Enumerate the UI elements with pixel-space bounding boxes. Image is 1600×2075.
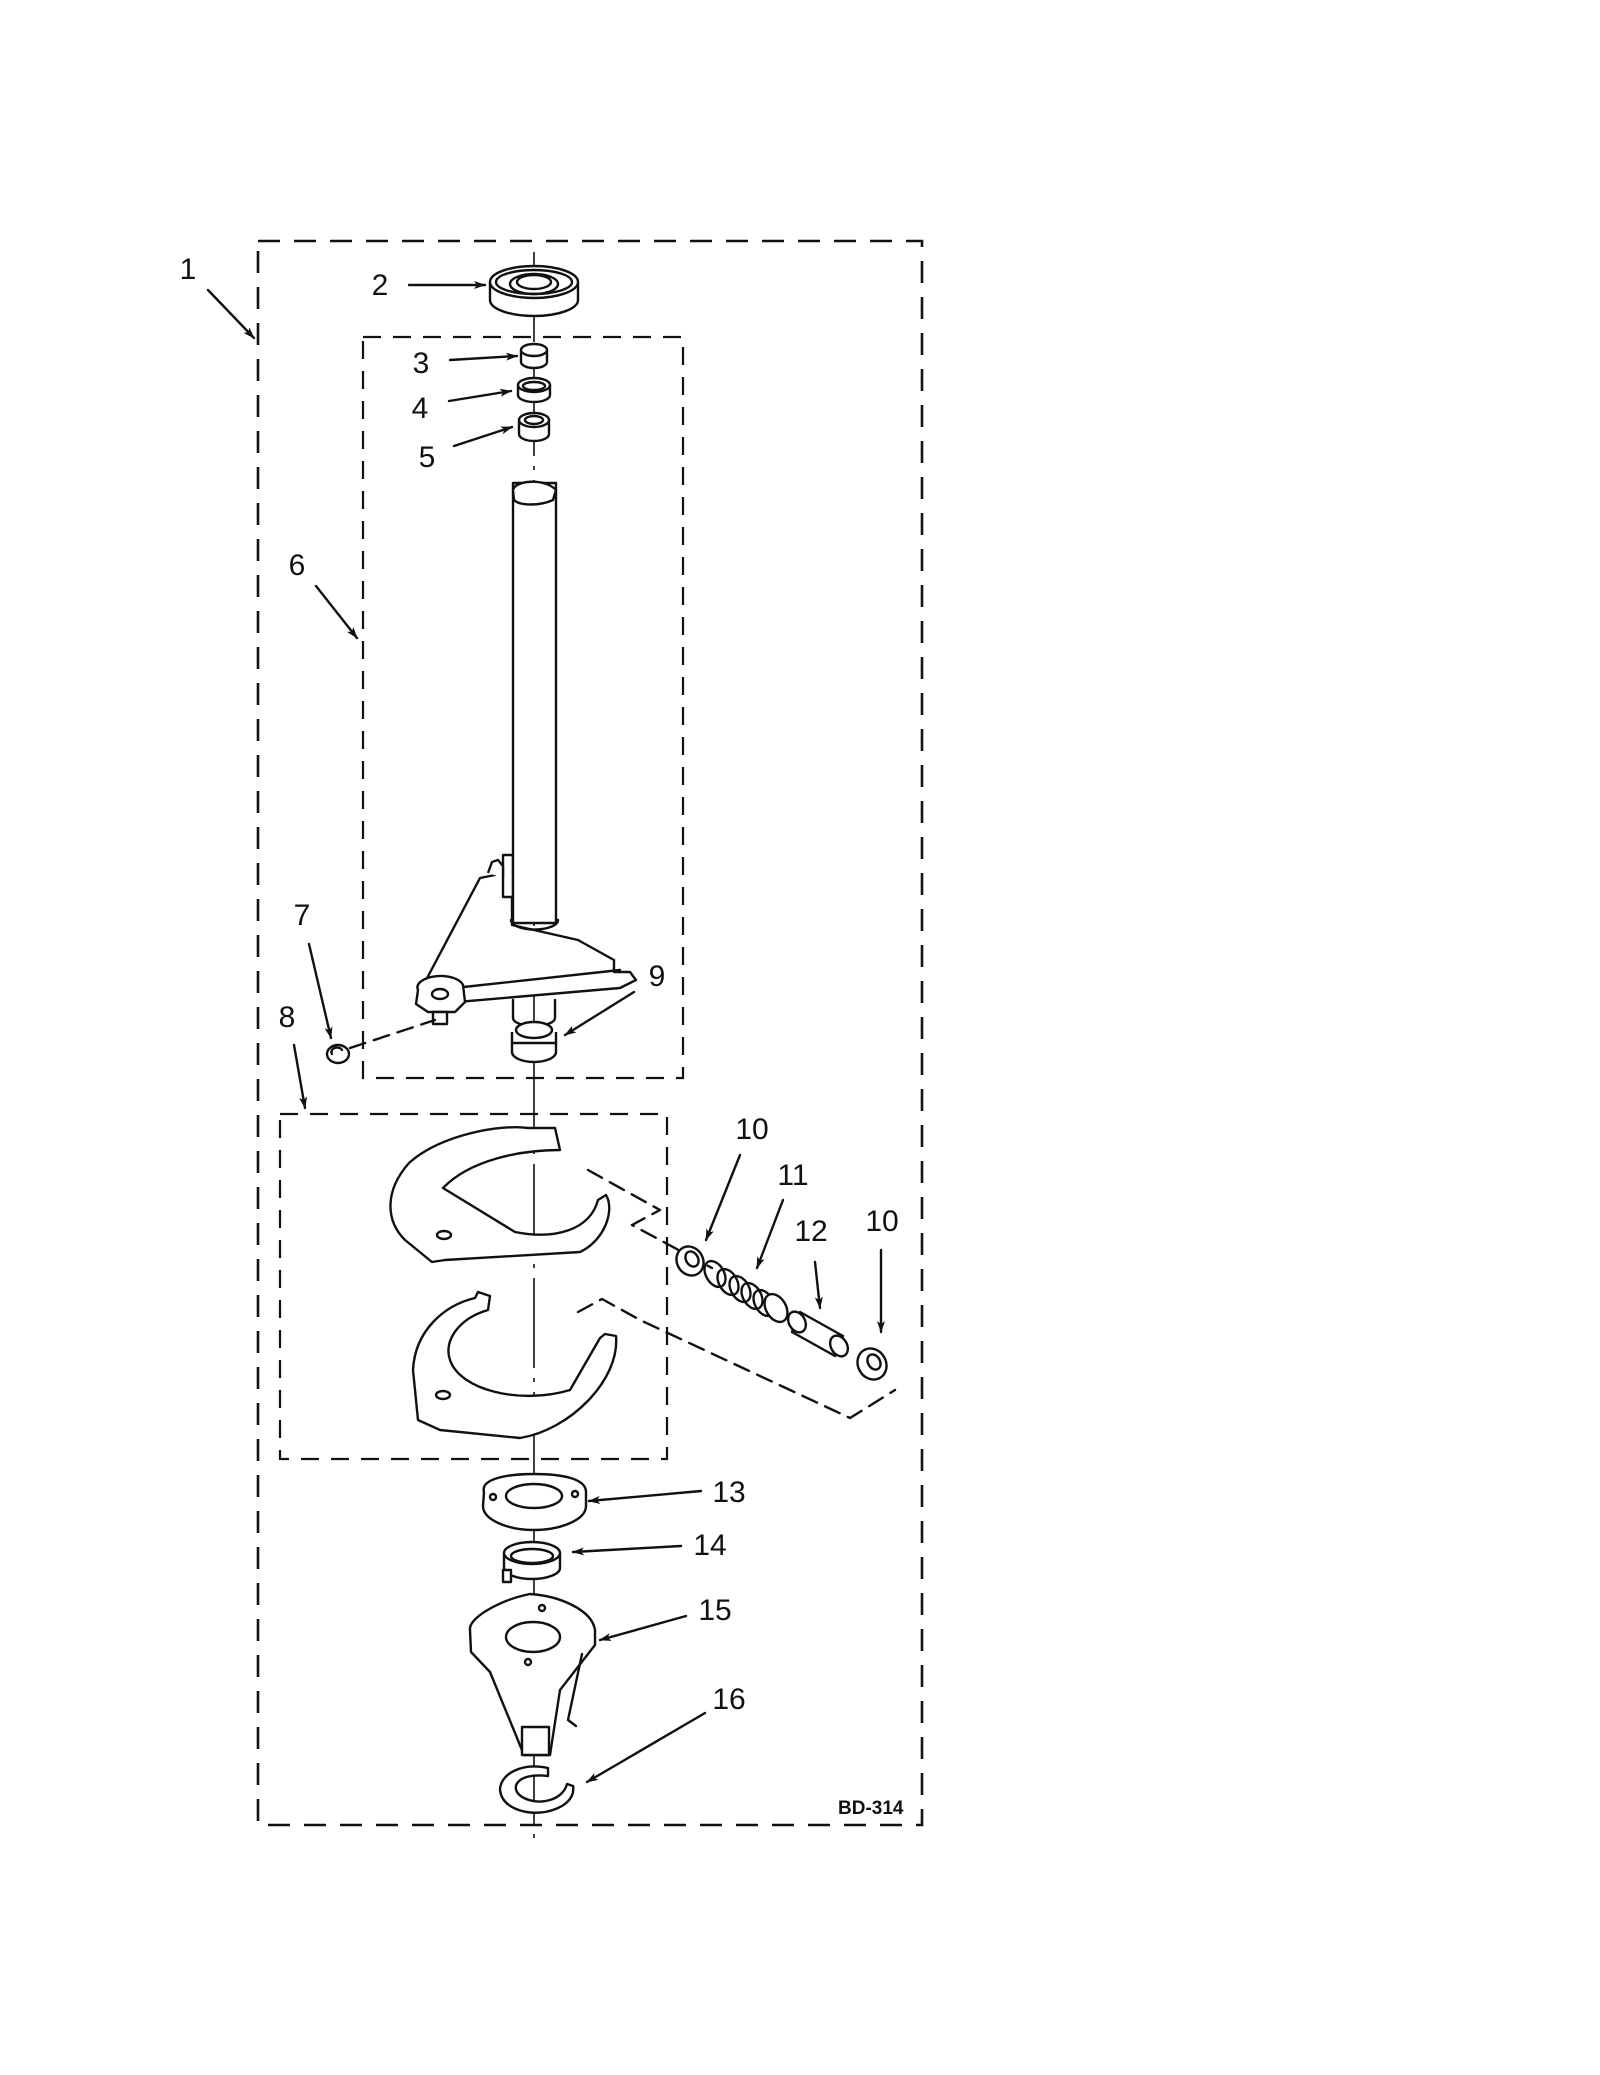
part-9-bushing	[510, 1020, 558, 1064]
part-10-washer-right	[856, 1347, 888, 1381]
assembly-box-6	[361, 335, 685, 1080]
callout-14: 14	[693, 1529, 727, 1562]
callout-10-right: 10	[865, 1205, 899, 1238]
callout-16: 16	[712, 1683, 746, 1716]
drawing-code: BD-314	[838, 1798, 904, 1819]
part-8-clamp-lower	[411, 1290, 618, 1440]
part-16-retaining-ring	[498, 1765, 575, 1814]
part-6-shaft-tripod	[414, 480, 638, 1028]
callout-12: 12	[794, 1215, 828, 1248]
callout-6: 6	[288, 549, 306, 582]
callout-4: 4	[411, 392, 429, 425]
part-11-spring	[703, 1259, 789, 1324]
part-13-retainer-plate	[481, 1472, 588, 1532]
part-15-shifter	[468, 1592, 597, 1757]
callout-2: 2	[371, 269, 389, 302]
part-14-ring	[501, 1540, 562, 1584]
part-4-ring	[516, 376, 552, 404]
part-8-clamp-upper	[389, 1126, 611, 1264]
assembly-box-8	[278, 1112, 669, 1461]
callout-10-left: 10	[735, 1113, 769, 1146]
callout-5: 5	[418, 441, 436, 474]
callout-3: 3	[412, 347, 430, 380]
part-7-clip	[325, 1018, 437, 1065]
clamp-spring-guides	[576, 1168, 897, 1420]
callout-13: 13	[712, 1476, 746, 1509]
part-10-washer-left	[675, 1245, 705, 1277]
part-12-pin	[786, 1310, 850, 1358]
callout-1: 1	[179, 253, 197, 286]
part-5-bushing	[517, 411, 551, 443]
callout-15: 15	[698, 1594, 732, 1627]
callout-11: 11	[777, 1159, 809, 1192]
part-3-bushing	[519, 342, 549, 370]
callout-8: 8	[278, 1001, 296, 1034]
assembly-box-1	[256, 239, 924, 1827]
callout-9: 9	[648, 960, 666, 993]
callout-7: 7	[293, 899, 311, 932]
leader-arrows	[206, 281, 885, 1784]
part-2-seal	[488, 264, 580, 318]
